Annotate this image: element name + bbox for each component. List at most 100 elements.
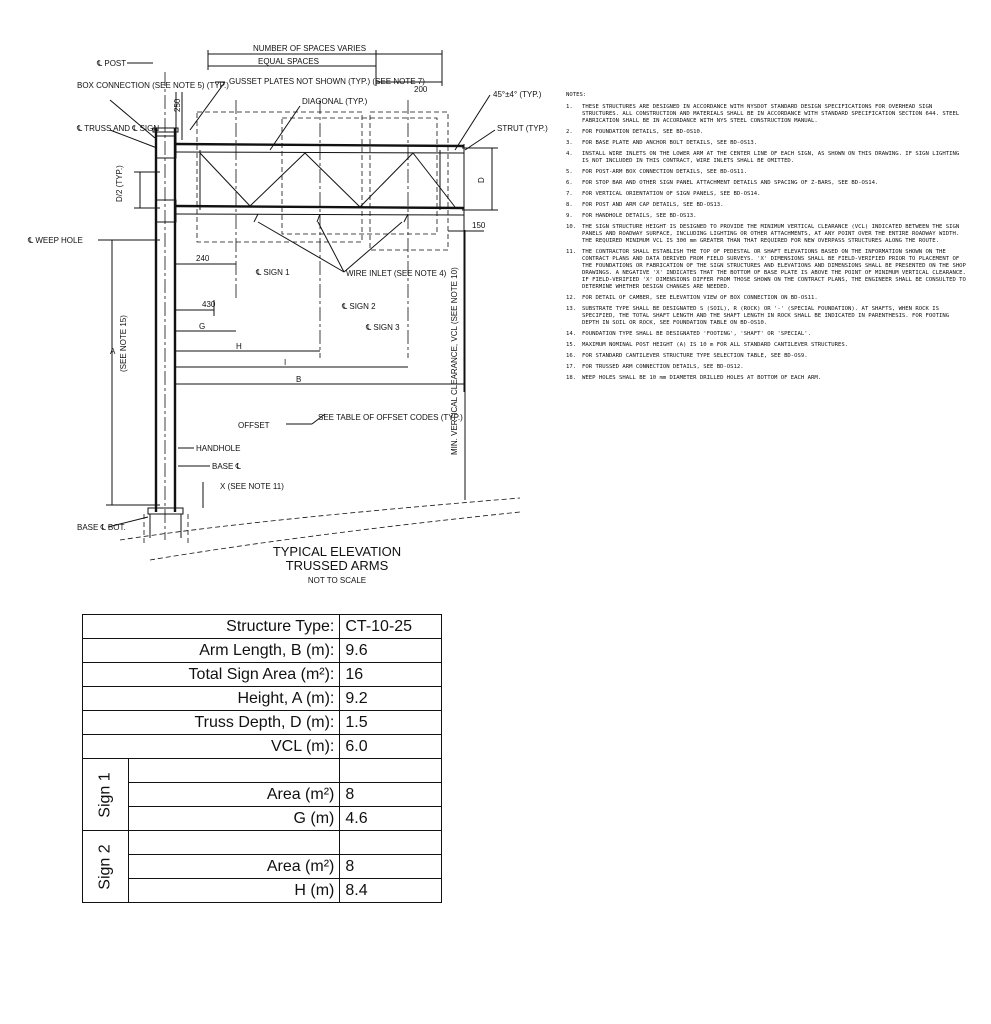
table-row: G (m)4.6 bbox=[83, 806, 443, 831]
sign1-g-label: G (m) bbox=[128, 806, 341, 831]
row-value: 9.6 bbox=[339, 638, 443, 663]
table-row: Sign 2 bbox=[81, 830, 443, 903]
truss-diagonals bbox=[199, 150, 456, 210]
note-item: 15.MAXIMUM NOMINAL POST HEIGHT (A) IS 10… bbox=[566, 342, 966, 349]
dim-b: B bbox=[296, 375, 301, 384]
notes-heading: NOTES: bbox=[566, 92, 587, 98]
note-item: 10.THE SIGN STRUCTURE HEIGHT IS DESIGNED… bbox=[566, 224, 966, 245]
note-item: 13. SUBSTRATE TYPE SHALL BE DESIGNATED S … bbox=[566, 306, 966, 327]
note-item: 14. FOUNDATION TYPE SHALL BE DESIGNATED '… bbox=[566, 331, 966, 338]
horizontal-dimensions bbox=[176, 216, 465, 392]
sign-panels bbox=[196, 111, 449, 251]
sign2-area-label: Area (m²) bbox=[128, 854, 341, 879]
label-diagonal: DIAGONAL (TYP.) bbox=[302, 97, 368, 106]
table-row: Height, A (m):9.2 bbox=[81, 686, 443, 711]
row-label: Total Sign Area (m²): bbox=[81, 662, 341, 687]
drawing-title: TYPICAL ELEVATION bbox=[273, 544, 401, 559]
label-min-vcl: MIN. VERTICAL CLEARANCE, VCL (SEE NOTE 1… bbox=[450, 267, 459, 455]
vertical-dimensions bbox=[106, 147, 498, 506]
leader-lines bbox=[98, 62, 496, 528]
label-box-connection: BOX CONNECTION (SEE NOTE 5) (TYP.) bbox=[77, 81, 229, 90]
sign1-g-value: 4.6 bbox=[339, 806, 443, 831]
note-item: 4.INSTALL WIRE INLETS ON THE LOWER ARM A… bbox=[566, 151, 966, 165]
note-item: 7. FOR VERTICAL ORIENTATION OF SIGN PANEL… bbox=[566, 191, 966, 198]
label-base-cl: BASE ℄ bbox=[212, 462, 242, 471]
note-number: 14. bbox=[566, 331, 577, 337]
label-base-bot: BASE ℄ BOT. bbox=[77, 523, 126, 532]
note-text: FOR BASE PLATE AND ANCHOR BOLT DETAILS, … bbox=[582, 140, 758, 146]
table-row: Area (m²)8 bbox=[83, 782, 443, 807]
note-text: FOR DETAIL OF CAMBER, SEE ELEVATION VIEW… bbox=[582, 295, 818, 301]
note-item: 6.FOR STOP BAR AND OTHER SIGN PANEL ATTA… bbox=[566, 180, 966, 187]
sign1-area-label: Area (m²) bbox=[128, 782, 341, 807]
note-text: FOR VERTICAL ORIENTATION OF SIGN PANELS,… bbox=[582, 191, 761, 197]
table-row: Sign 1 bbox=[81, 758, 443, 831]
label-weep-hole: ℄ WEEP HOLE bbox=[27, 236, 83, 245]
dim-g: G bbox=[199, 322, 205, 331]
label-wire-inlet: WIRE INLET (SEE NOTE 4) bbox=[346, 269, 447, 278]
drawing-labels: ℄ POST BOX CONNECTION (SEE NOTE 5) (TYP.… bbox=[27, 44, 548, 532]
note-item: 12. FOR DETAIL OF CAMBER, SEE ELEVATION V… bbox=[566, 295, 966, 302]
box-connection-bottom bbox=[155, 199, 177, 223]
note-number: 7. bbox=[566, 191, 573, 197]
note-text: FOR TRUSSED ARM CONNECTION DETAILS, SEE … bbox=[582, 364, 744, 370]
note-number: 10. bbox=[566, 224, 577, 230]
row-value: 1.5 bbox=[339, 710, 443, 735]
row-value: CT-10-25 bbox=[339, 614, 443, 639]
note-number: 11. bbox=[566, 249, 577, 255]
dim-150: 150 bbox=[472, 221, 486, 230]
note-text: THE CONTRACTOR SHALL ESTABLISH THE TOP O… bbox=[582, 249, 966, 290]
sign1-group-label: Sign 1 bbox=[81, 758, 130, 831]
note-number: 12. bbox=[566, 295, 577, 301]
box-connection-top bbox=[155, 135, 177, 159]
note-text: FOR POST AND ARM CAP DETAILS, SEE BD-OS1… bbox=[582, 202, 724, 208]
note-text: WEEP HOLES SHALL BE 10 mm DIAMETER DRILL… bbox=[582, 375, 822, 381]
sign2-blank-value bbox=[339, 830, 443, 855]
label-strut: STRUT (TYP.) bbox=[497, 124, 548, 133]
table-row: H (m)8.4 bbox=[83, 878, 443, 903]
table-row: Area (m²)8 bbox=[83, 854, 443, 879]
sign2-area-value: 8 bbox=[339, 854, 443, 879]
row-label: Structure Type: bbox=[81, 614, 341, 639]
label-handhole: HANDHOLE bbox=[196, 444, 240, 453]
note-number: 17. bbox=[566, 364, 577, 370]
note-number: 4. bbox=[566, 151, 573, 157]
note-number: 5. bbox=[566, 169, 573, 175]
note-text: FOR POST-ARM BOX CONNECTION DETAILS, SEE… bbox=[582, 169, 748, 175]
note-text: FOUNDATION TYPE SHALL BE DESIGNATED 'FOO… bbox=[582, 331, 812, 337]
label-sign2: ℄ SIGN 2 bbox=[341, 302, 376, 311]
top-dimensions bbox=[175, 50, 443, 140]
dim-430: 430 bbox=[202, 300, 216, 309]
row-label: Truss Depth, D (m): bbox=[81, 710, 341, 735]
note-text: SUBSTRATE TYPE SHALL BE DESIGNATED S (SO… bbox=[582, 306, 950, 326]
dim-200: 200 bbox=[414, 85, 428, 94]
row-label: Arm Length, B (m): bbox=[81, 638, 341, 663]
row-value: 9.2 bbox=[339, 686, 443, 711]
dim-h: H bbox=[236, 342, 242, 351]
sign1-blank-value bbox=[339, 758, 443, 783]
note-item: 3.FOR BASE PLATE AND ANCHOR BOLT DETAILS… bbox=[566, 140, 966, 147]
table-row: Total Sign Area (m²):16 bbox=[81, 662, 443, 687]
dim-a: A bbox=[110, 347, 116, 356]
note-item: 11. THE CONTRACTOR SHALL ESTABLISH THE TO… bbox=[566, 249, 966, 291]
row-value: 6.0 bbox=[339, 734, 443, 759]
row-label: Height, A (m): bbox=[81, 686, 341, 711]
label-equal-spaces: EQUAL SPACES bbox=[258, 57, 319, 66]
dim-240: 240 bbox=[196, 254, 210, 263]
label-truss-sign-cl: ℄ TRUSS AND ℄ SIGN bbox=[76, 124, 159, 133]
note-item: 18.WEEP HOLES SHALL BE 10 mm DIAMETER DR… bbox=[566, 375, 966, 382]
label-d2-typ: D/2 (TYP.) bbox=[115, 165, 124, 202]
label-sign3: ℄ SIGN 3 bbox=[365, 323, 400, 332]
note-item: 17. FOR TRUSSED ARM CONNECTION DETAILS, S… bbox=[566, 364, 966, 371]
label-x-note: X (SEE NOTE 11) bbox=[220, 482, 284, 491]
note-number: 1. bbox=[566, 104, 573, 110]
label-see-table: SEE TABLE OF OFFSET CODES (TYP.) bbox=[318, 413, 463, 422]
note-text: FOR STOP BAR AND OTHER SIGN PANEL ATTACH… bbox=[582, 180, 879, 186]
note-number: 13. bbox=[566, 306, 577, 312]
table-row: Structure Type:CT-10-25 bbox=[81, 614, 443, 639]
note-text: THESE STRUCTURES ARE DESIGNED IN ACCORDA… bbox=[582, 104, 960, 124]
note-number: 8. bbox=[566, 202, 573, 208]
note-text: FOR STANDARD CANTILEVER STRUCTURE TYPE S… bbox=[582, 353, 808, 359]
note-item: 9.FOR HANDHOLE DETAILS, SEE BD-OS13. bbox=[566, 213, 966, 220]
sign-centerlines bbox=[235, 100, 409, 358]
